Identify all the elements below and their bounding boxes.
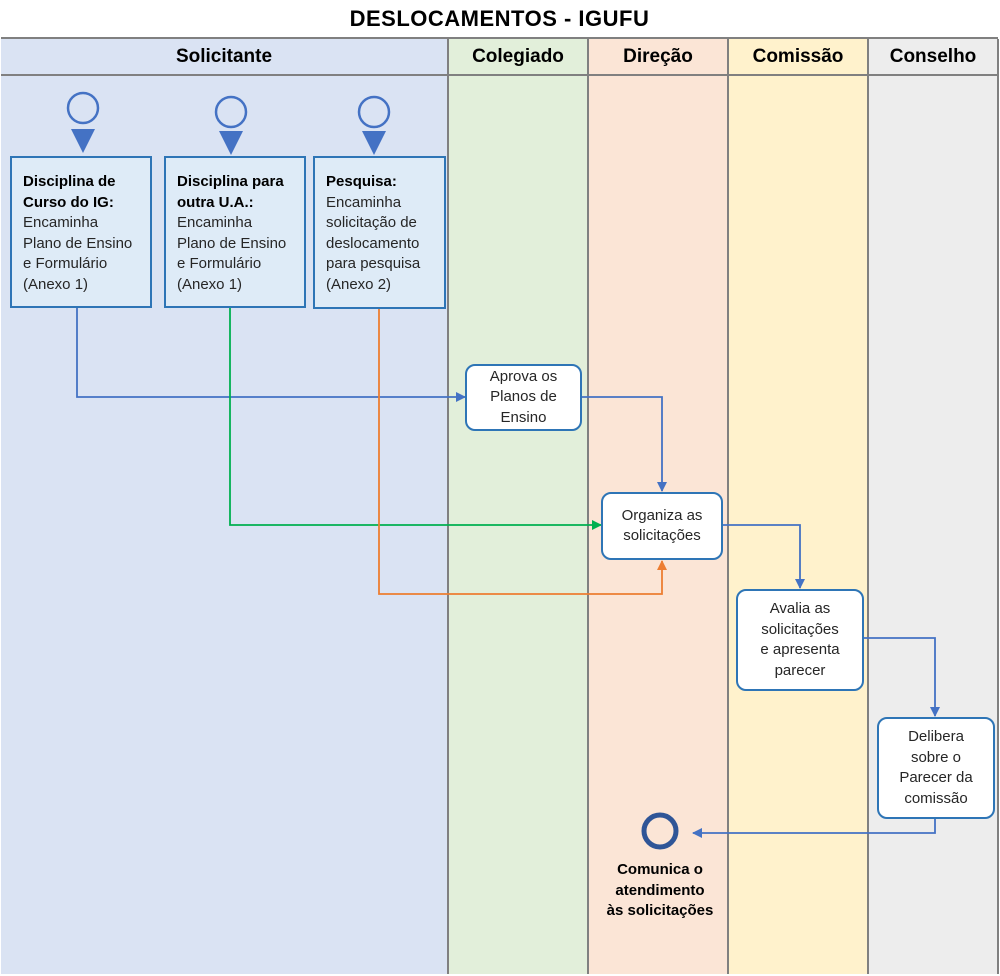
- end-event-label: Comunica o atendimento às solicitações: [606, 861, 714, 919]
- start-box-outra-ua-text: Encaminha Plano de Ensino e Formulário (…: [177, 214, 287, 293]
- start-box-outra-ua-title: Disciplina para outra U.A.:: [177, 173, 284, 211]
- lane-conselho: Conselho: [869, 39, 999, 974]
- lane-header-direcao: Direção: [589, 39, 727, 76]
- lane-header-conselho: Conselho: [869, 39, 997, 76]
- task-aprova-planos-label: Aprova os Planos de Ensino: [489, 367, 558, 426]
- start-box-curso-ig: Disciplina de Curso do IG: Encaminha Pla…: [10, 156, 152, 308]
- start-box-pesquisa: Pesquisa: Encaminha solicitação de deslo…: [313, 156, 446, 309]
- start-box-pesquisa-title: Pesquisa:: [326, 173, 397, 190]
- lane-comissao: Comissão: [729, 39, 869, 974]
- task-delibera-parecer-label: Delibera sobre o Parecer da comissão: [899, 728, 973, 807]
- task-delibera-parecer: Delibera sobre o Parecer da comissão: [877, 717, 995, 819]
- task-avalia-solicitacoes-label: Avalia as solicitações e apresenta parec…: [760, 600, 840, 679]
- task-organiza-solicitacoes: Organiza as solicitações: [601, 492, 723, 560]
- start-box-pesquisa-text: Encaminha solicitação de deslocamento pa…: [326, 193, 421, 293]
- lane-header-colegiado: Colegiado: [449, 39, 587, 76]
- start-box-curso-ig-text: Encaminha Plano de Ensino e Formulário (…: [23, 214, 133, 293]
- task-aprova-planos: Aprova os Planos de Ensino: [465, 364, 582, 431]
- lane-colegiado: Colegiado: [449, 39, 589, 974]
- lane-header-solicitante: Solicitante: [1, 39, 447, 76]
- diagram-title: DESLOCAMENTOS - IGUFU: [1, 1, 998, 39]
- start-box-outra-ua: Disciplina para outra U.A.: Encaminha Pl…: [164, 156, 306, 308]
- task-organiza-solicitacoes-label: Organiza as solicitações: [621, 506, 703, 545]
- task-avalia-solicitacoes: Avalia as solicitações e apresenta parec…: [736, 589, 864, 691]
- lane-header-comissao: Comissão: [729, 39, 867, 76]
- start-box-curso-ig-title: Disciplina de Curso do IG:: [23, 173, 116, 211]
